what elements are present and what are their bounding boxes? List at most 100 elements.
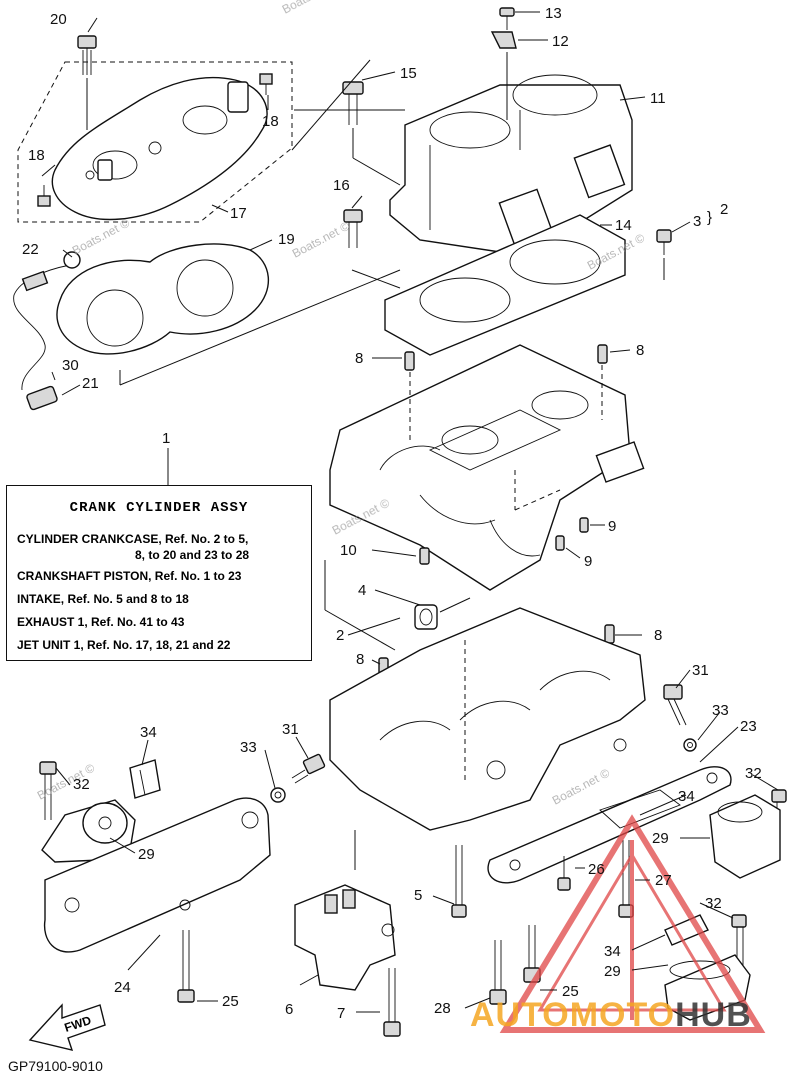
cylinder-gasket bbox=[384, 214, 626, 356]
legend-line: CYLINDER CRANKCASE, Ref. No. 2 to 5, bbox=[17, 532, 249, 546]
callout-13: 13 bbox=[545, 5, 562, 22]
legend-title: CRANK CYLINDER ASSY bbox=[69, 500, 249, 516]
legend-line: CRANKSHAFT PISTON, Ref. No. 1 to 23 bbox=[17, 569, 242, 583]
callout-27: 27 bbox=[655, 872, 672, 889]
callout-8-c: 8 bbox=[654, 627, 662, 644]
bracket-24-left bbox=[43, 797, 271, 953]
bolt-32-right-bottom bbox=[731, 914, 747, 970]
callout-5: 5 bbox=[414, 887, 422, 904]
callout-19: 19 bbox=[278, 231, 295, 248]
callout-4: 4 bbox=[358, 582, 366, 599]
pin-9-a bbox=[579, 517, 589, 533]
upper-crankcase bbox=[329, 344, 645, 591]
automotohub-logo bbox=[499, 814, 766, 1033]
callout-16: 16 bbox=[333, 177, 350, 194]
callout-bracket: } bbox=[707, 209, 712, 226]
callout-2-mid: 2 bbox=[336, 627, 344, 644]
callout-7: 7 bbox=[337, 1005, 345, 1022]
bushing-4 bbox=[414, 597, 471, 630]
callout-24: 24 bbox=[114, 979, 131, 996]
watermark: Boats.net © bbox=[550, 766, 612, 808]
callout-17: 17 bbox=[230, 205, 247, 222]
callout-28: 28 bbox=[434, 1000, 451, 1017]
plug-18-left bbox=[37, 185, 51, 207]
washer-33-left bbox=[270, 787, 286, 803]
callout-32-left: 32 bbox=[73, 776, 90, 793]
callout-26: 26 bbox=[588, 861, 605, 878]
brand-part: MOTO bbox=[569, 996, 676, 1034]
legend-line: EXHAUST 1, Ref. No. 41 to 43 bbox=[17, 615, 185, 629]
bracket-34-left bbox=[129, 759, 161, 799]
callout-9-a: 9 bbox=[608, 518, 616, 535]
callout-34-right-top: 34 bbox=[678, 788, 695, 805]
dowel-8-b bbox=[597, 344, 608, 420]
callout-31-left: 31 bbox=[282, 721, 299, 738]
callout-12: 12 bbox=[552, 33, 569, 50]
pin-9-b bbox=[555, 535, 565, 551]
callout-32-right-top: 32 bbox=[745, 765, 762, 782]
callout-32-right-bottom: 32 bbox=[705, 895, 722, 912]
head-bolt-20 bbox=[77, 35, 97, 130]
callout-8-d: 8 bbox=[356, 651, 364, 668]
callout-20: 20 bbox=[50, 11, 67, 28]
sensor-wire bbox=[13, 251, 81, 411]
callout-11: 11 bbox=[650, 90, 666, 107]
cylinder-head bbox=[51, 76, 268, 221]
assembly-lines bbox=[119, 59, 405, 870]
callout-3: 3 bbox=[693, 213, 701, 230]
bolt-31-left bbox=[291, 753, 326, 784]
bolt-16 bbox=[343, 209, 363, 248]
callout-31-right: 31 bbox=[692, 662, 709, 679]
washer-33-right bbox=[683, 738, 697, 752]
cylinder-block bbox=[389, 74, 633, 253]
callout-18-right: 18 bbox=[262, 113, 279, 130]
callout-29-left: 29 bbox=[138, 846, 155, 863]
mount-29-right-top bbox=[709, 794, 781, 879]
bolt-26 bbox=[557, 856, 571, 891]
legend-line: JET UNIT 1, Ref. No. 17, 18, 21 and 22 bbox=[17, 638, 231, 652]
watermark: Boats.net © bbox=[290, 219, 352, 261]
callout-6: 6 bbox=[285, 1001, 293, 1018]
bolt-15 bbox=[342, 81, 401, 186]
callout-15: 15 bbox=[400, 65, 417, 82]
legend-line: INTAKE, Ref. No. 5 and 8 to 18 bbox=[17, 592, 189, 606]
callout-21: 21 bbox=[82, 375, 99, 392]
pin-10 bbox=[419, 547, 430, 565]
leader-lines bbox=[41, 11, 779, 1013]
plug-18-right bbox=[259, 73, 273, 95]
callout-29-right-bottom: 29 bbox=[604, 963, 621, 980]
bolt-5 bbox=[451, 845, 467, 918]
bolt-13 bbox=[499, 7, 515, 30]
callout-25-right: 25 bbox=[562, 983, 579, 1000]
callout-1: 1 bbox=[162, 430, 170, 447]
clip-12 bbox=[490, 31, 517, 120]
brand-watermark: AUTOMOTOHUB bbox=[470, 996, 752, 1035]
callout-10: 10 bbox=[340, 542, 357, 559]
callout-34-right-bottom: 34 bbox=[604, 943, 621, 960]
callout-33-right: 33 bbox=[712, 702, 729, 719]
dowel-8-a bbox=[404, 351, 415, 440]
callout-8-b: 8 bbox=[636, 342, 644, 359]
legend-box: CRANK CYLINDER ASSY CYLINDER CRANKCASE, … bbox=[6, 485, 312, 661]
callout-30: 30 bbox=[62, 357, 79, 374]
bolt-31-right bbox=[663, 684, 687, 726]
callout-33-left: 33 bbox=[240, 739, 257, 756]
bolt-28 bbox=[489, 940, 507, 1005]
bolt-7 bbox=[383, 968, 401, 1037]
bolt-25-left bbox=[177, 930, 195, 1003]
callout-2-top: 2 bbox=[720, 201, 728, 218]
callout-9-b: 9 bbox=[584, 553, 592, 570]
cylinder-head-group bbox=[17, 61, 293, 223]
bracket-23-right bbox=[487, 766, 732, 884]
head-gasket bbox=[56, 243, 269, 355]
watermark: Boats.net © bbox=[280, 0, 342, 17]
callout-18-left: 18 bbox=[28, 147, 45, 164]
mount-6-center bbox=[294, 884, 396, 991]
mount-29-left bbox=[41, 799, 136, 863]
fwd-arrow: FWD bbox=[28, 1003, 106, 1051]
bolt-3 bbox=[656, 229, 672, 280]
callout-25-left: 25 bbox=[222, 993, 239, 1010]
callout-29-right-top: 29 bbox=[652, 830, 669, 847]
brand-part: HUB bbox=[675, 996, 752, 1034]
